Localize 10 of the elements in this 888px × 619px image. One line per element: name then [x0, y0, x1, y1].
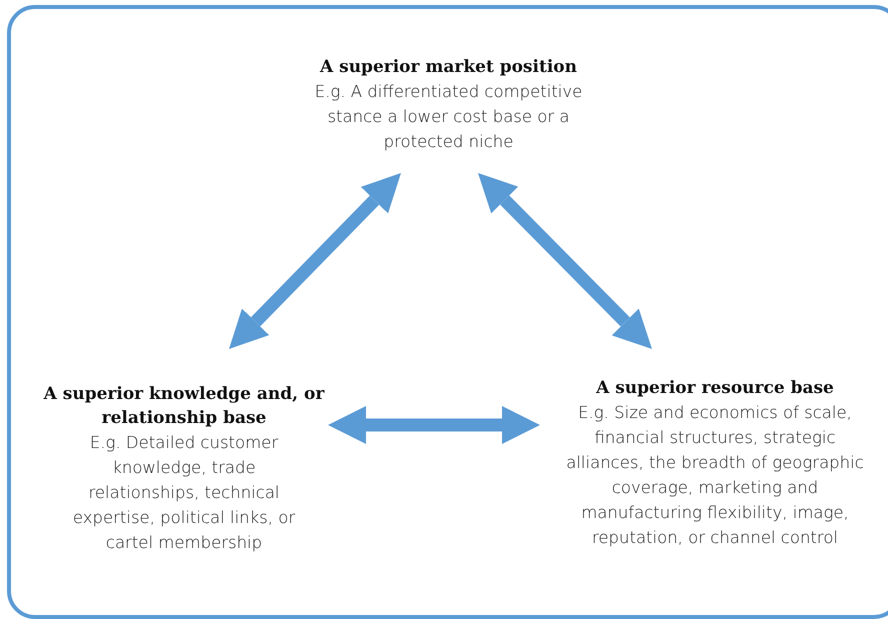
frame-border [7, 5, 888, 619]
description: E.g. Detailed customer knowledge, trade relationships, technical expertise, political links, or cartel membership [72, 432, 296, 554]
description: E.g. A differentiated competitive stance a lower cost base or a protected niche [314, 81, 584, 153]
heading: A superior knowledge and, or relationship base [42, 383, 326, 430]
heading: A superior resource base [595, 377, 835, 400]
double-arrow [328, 406, 540, 444]
double-arrow [478, 173, 652, 349]
double-arrow [229, 173, 401, 349]
description: E.g. Size and economics of scale, financial structures, strategic alliances, the breadth of geographic coverage, marketing and manufacturing flexibility, image, reputation, or channel control [565, 402, 865, 549]
heading: A superior market position [318, 56, 578, 79]
